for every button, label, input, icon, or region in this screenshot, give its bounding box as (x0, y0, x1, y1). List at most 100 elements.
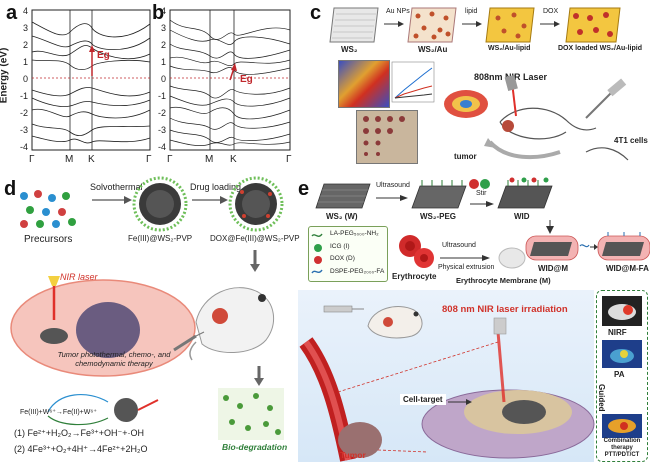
ytick: -4 (157, 142, 166, 152)
band-structure-b (169, 9, 291, 151)
panel-a-yticks: 4 3 2 1 0 -1 -2 -3 -4 (14, 6, 28, 154)
arrow-icon (192, 196, 228, 204)
xtick: Γ (29, 154, 35, 165)
legend-item-dspe-peg: DSPE-PEG₂₀₀₀-FA (330, 268, 385, 275)
ytick: 0 (22, 74, 28, 84)
erythrocyte-label: Erythrocyte (392, 272, 437, 281)
irradiation-label: 808 nm NIR laser irradiation (442, 304, 568, 315)
ytick: 3 (22, 23, 28, 33)
mouse-icon (189, 287, 274, 361)
arrow-label-dox: DOX (543, 8, 559, 15)
ws2-au-lipid-sheet-icon (485, 7, 535, 43)
wid-label: WID (514, 212, 530, 221)
xtick: Γ (167, 154, 173, 165)
reaction-cycle (47, 394, 159, 426)
arrow-icon (540, 21, 560, 27)
panel-a-label: a (6, 2, 18, 24)
xtick: Γ (146, 154, 152, 165)
drug-loading-label: Drug loading (190, 182, 242, 192)
ytick: -3 (157, 125, 166, 135)
tumor-label: Tumor (340, 450, 366, 460)
pa-image (602, 340, 642, 368)
ws2-peg-sheet-icon (411, 180, 467, 209)
ytick: -2 (157, 108, 166, 118)
ytick: 1 (22, 57, 28, 67)
dox-fe-ws2-pvp-nanoparticle (228, 176, 284, 232)
cells-label: 4T1 cells (614, 136, 648, 145)
arrow-icon (376, 195, 408, 201)
nirf-image (602, 296, 642, 326)
ytick: 0 (160, 74, 166, 84)
step-ws2-label: WS₂ (341, 45, 358, 54)
legend-item-dox: DOX (D) (330, 255, 355, 262)
arrow-icon (462, 21, 482, 27)
solvothermal-label: Solvothermal (90, 182, 143, 192)
ytick: -1 (19, 91, 28, 101)
ytick: -2 (19, 108, 28, 118)
syringe-icon (173, 331, 205, 352)
xtick: M (205, 154, 214, 165)
wid-m-fa-sheet-icon (597, 232, 650, 261)
biodegradation-particles (218, 388, 284, 440)
mouse-laser-scene (444, 74, 629, 161)
panel-a-ylabel: Energy (eV) (0, 47, 10, 104)
step-dox-loaded-label: DOX loaded WS₂/Au-lipid (558, 45, 642, 52)
ws2-au-sheet-icon (407, 7, 457, 43)
band-structure-a (31, 9, 151, 151)
ytick: 1 (160, 57, 166, 67)
panel-b-xticks: Γ M K Γ (167, 154, 292, 168)
panel-b-gap-label: Eg (240, 74, 253, 85)
combo-label: Combination therapy PTT/PDT/CT (603, 438, 641, 458)
np2-label: DOX@Fe(III)@WS₂-PVP (210, 234, 300, 243)
step-ws2-au-label: WS₂/Au (418, 45, 448, 54)
blood-vessel-tumor-scene (299, 317, 595, 462)
xtick: Γ (286, 154, 292, 165)
erythrocyte-icon (399, 235, 434, 268)
dox-loaded-sheet-icon (565, 7, 621, 43)
arrow-icon (92, 196, 132, 204)
precursors-label: Precursors (24, 234, 73, 245)
ytick: -3 (19, 125, 28, 135)
panel-c-label: c (310, 2, 322, 24)
xtick: K (88, 154, 95, 165)
equation-2: (2) 4Fe³⁺+O₂+4H⁺→4Fe²⁺+2H₂O (14, 444, 148, 454)
extrusion-label: Physical extrusion (438, 264, 495, 271)
panel-e-label: e (298, 178, 310, 200)
biodeg-label: Bio-degradation (222, 442, 288, 452)
equation-1: (1) Fe²⁺+H₂O₂→Fe³⁺+OH⁻+·OH (14, 428, 145, 438)
panel-c: c WS₂ Au NPs WS₂/Au lipid WS₂/Au-lipid D… (308, 0, 650, 170)
panel-a-gap-label: Eg (97, 50, 110, 61)
nir-label: NIR laser (60, 272, 98, 282)
ws2-sheet-icon (329, 7, 379, 43)
arrow-label-lipid: lipid (465, 8, 478, 15)
nirf-label: NIRF (608, 328, 627, 337)
ytick: 4 (160, 6, 166, 16)
legend-item-la-peg: LA-PEG₅₀₀₀-NH₂ (330, 230, 379, 237)
legend-icons (311, 233, 323, 274)
stir-molecules-icon (469, 179, 490, 189)
arrow-label-au: Au NPs (386, 8, 410, 15)
panel-b: b 4 3 2 1 0 -1 -2 -3 -4 Eg (148, 0, 308, 170)
panel-d: d Precursors Solvothermal Fe(III)@WS₂-PV… (0, 172, 300, 465)
ultrasound-label: Ultrasound (376, 182, 410, 189)
fe-ws2-pvp-nanoparticle (132, 176, 188, 232)
wid-m-sheet-icon (525, 235, 579, 261)
therapy-label: Tumor photothermal, chemo-, and chemodyn… (57, 350, 171, 368)
ws2-sheet-icon (315, 183, 371, 209)
ws2-label: WS₂ (W) (326, 212, 358, 221)
mouse-icon (367, 306, 423, 339)
wid-sheet-icon (497, 177, 553, 209)
tumor-spots (363, 116, 405, 156)
arrow-icon (384, 21, 404, 27)
panel-d-label: d (4, 178, 17, 200)
panel-b-label: b (152, 2, 165, 24)
ultrasound2-label: Ultrasound (442, 242, 476, 249)
precursor-molecules (20, 190, 76, 228)
step-ws2-au-lipid-label: WS₂/Au-lipid (488, 45, 531, 52)
thermal-images-grid (338, 60, 390, 108)
arrow-down-icon (250, 250, 260, 272)
wid-m-label: WID@M (538, 264, 569, 273)
cycle-label: Fe(III)+W⁶⁺→Fe(II)+W⁶⁺ (20, 409, 97, 416)
ytick: 3 (160, 23, 166, 33)
membrane-label: Erythrocyte Membrane (M) (456, 276, 551, 285)
